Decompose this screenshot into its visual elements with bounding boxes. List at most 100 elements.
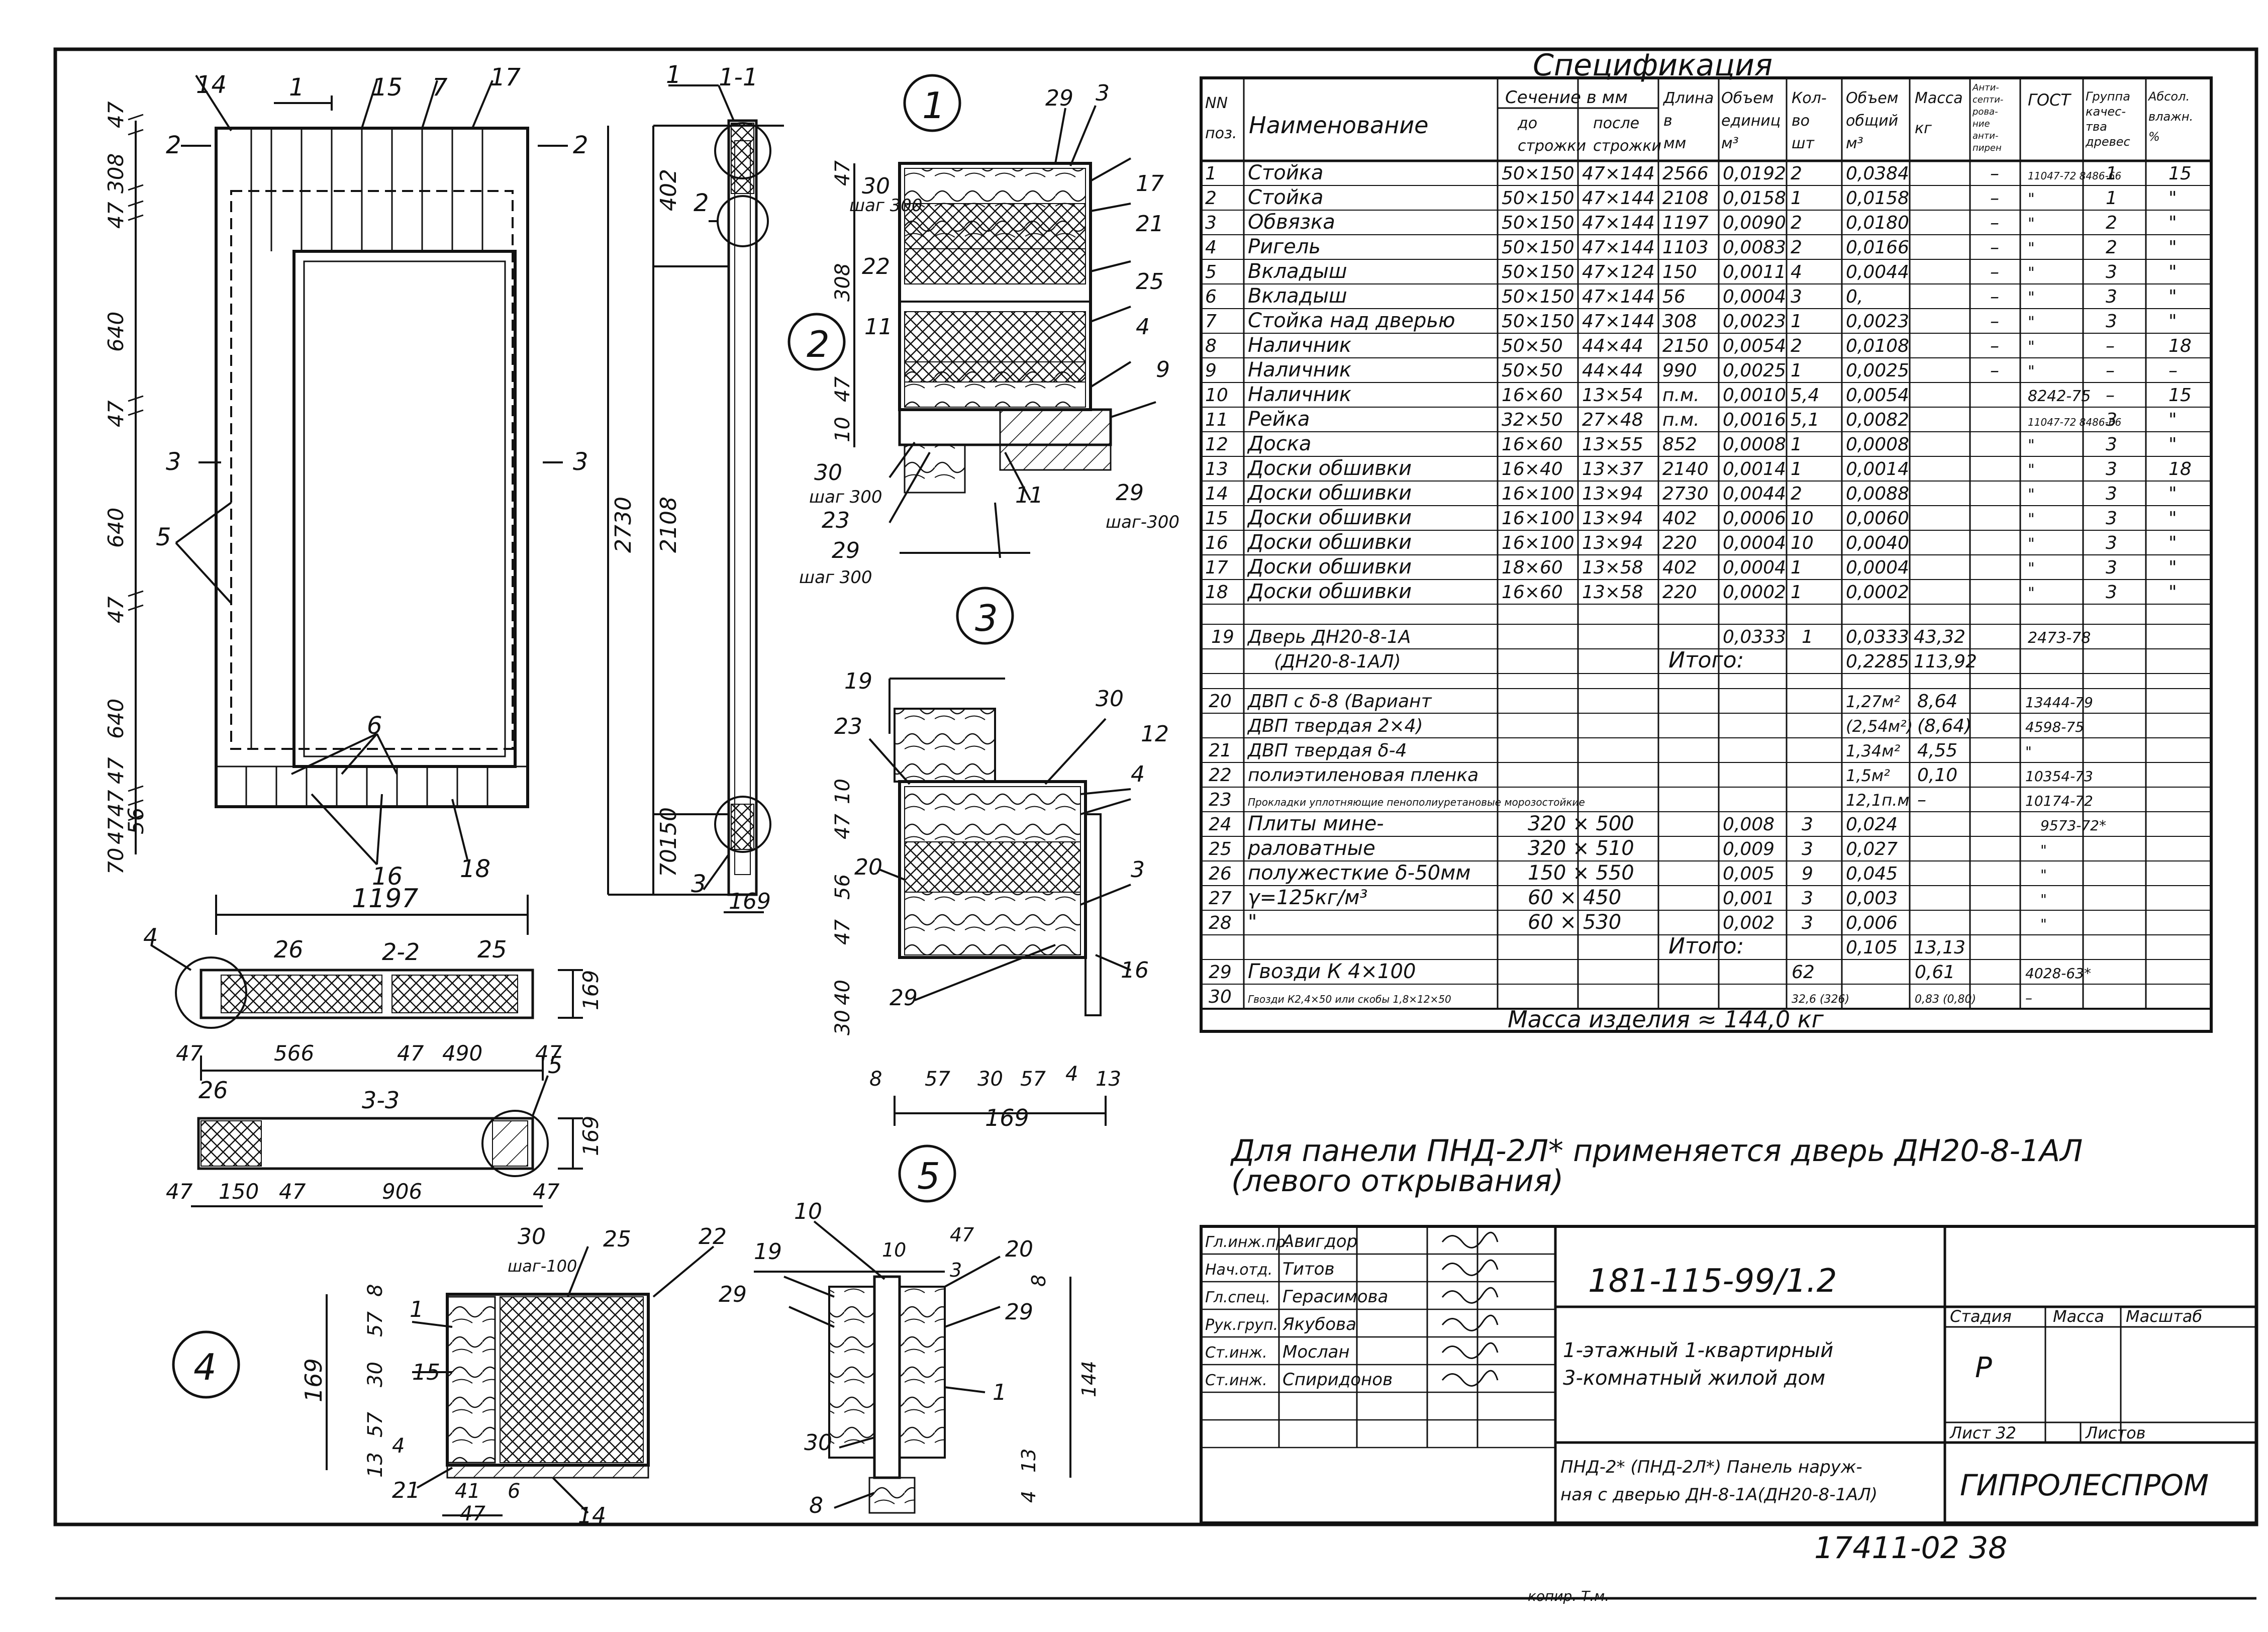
spec-cell: 2 <box>1791 336 1802 356</box>
spec-cell: 50×50 <box>1502 336 1563 356</box>
spec-cell: 44×44 <box>1582 360 1643 381</box>
s22-dim-47c: 47 <box>535 1041 562 1066</box>
n1-step-1: шаг 300 <box>849 196 923 216</box>
n5-dim-3: 3 <box>950 1259 962 1281</box>
spec-cell: 2150 <box>1662 336 1709 356</box>
n1-callout-11: 11 <box>864 314 893 340</box>
spec-cell: 4598-75 <box>2025 719 2084 735</box>
spec-cell: 3 <box>1802 839 1813 859</box>
n4-callout-14: 14 <box>578 1503 606 1528</box>
dim-left-4: 640 <box>104 312 128 352</box>
spec-cell: 50×150 <box>1502 237 1574 258</box>
signature-mark <box>1441 1342 1499 1359</box>
spec-cell: 13×94 <box>1582 508 1643 529</box>
n4-callout-15: 15 <box>412 1360 440 1385</box>
spec-row-name: (ДН20-8-1АЛ) <box>1274 651 1401 672</box>
s33-dim-47b: 47 <box>279 1179 306 1204</box>
spec-cell: 62 <box>1792 962 1815 983</box>
spec-cell: " <box>2168 557 2177 578</box>
spec-cell: 43,32 <box>1914 627 1965 647</box>
section-2-2 <box>150 944 583 1081</box>
spec-cell: 3 <box>2106 582 2117 603</box>
spec-row-name: ДВП с δ-8 (Вариант <box>1247 691 1432 712</box>
spec-cell: 2473-78 <box>2028 629 2091 647</box>
spec-cell: 50×150 <box>1502 262 1574 282</box>
spec-cell: 220 <box>1662 582 1697 603</box>
note-line-2: (левого открывания) <box>1231 1164 1563 1199</box>
n4-step: шаг-100 <box>508 1257 577 1276</box>
spec-cell: 13×58 <box>1582 557 1643 578</box>
n3-dim-30b: 30 <box>977 1068 1003 1091</box>
stage-label: Стадия <box>1950 1307 2012 1326</box>
signature-mark <box>1441 1231 1499 1249</box>
dim-left-8: 640 <box>104 699 128 739</box>
s33-dim-169: 169 <box>578 1116 603 1156</box>
spec-cell: 44×44 <box>1582 336 1643 356</box>
spec-cell: п.м. <box>1662 410 1700 430</box>
s22-dim-566: 566 <box>274 1041 314 1066</box>
spec-cell: 1 <box>1791 557 1802 578</box>
spec-cell: 10354-73 <box>2025 768 2093 785</box>
section-1-1-title: 1-1 <box>719 63 758 91</box>
spec-cell: 2108 <box>1662 188 1709 209</box>
spec-row-name: " <box>1248 911 1257 934</box>
spec-cell: 3 <box>2106 286 2117 307</box>
spec-header-vol_unit: м³ <box>1721 135 1739 152</box>
spec-row-name: Рейка <box>1248 408 1310 431</box>
spec-cell: " <box>2028 215 2035 233</box>
n1-callout-30: 30 <box>862 173 890 199</box>
spec-cell: 2140 <box>1662 459 1709 479</box>
node-3-detail <box>868 587 1131 1126</box>
spec-cell: " <box>2040 867 2047 883</box>
dim-left-6: 640 <box>104 508 128 548</box>
stamp-role: Нач.отд. <box>1205 1261 1272 1279</box>
spec-cell: 0,0384 <box>1846 163 1909 184</box>
n5-callout-19: 19 <box>754 1239 782 1265</box>
spec-header-humidity: % <box>2148 130 2160 144</box>
n5-dim-4: 4 <box>1018 1491 1040 1503</box>
n3-callout-23: 23 <box>834 714 862 739</box>
spec-cell: 28 <box>1209 913 1232 933</box>
node-5-detail <box>754 1144 1071 1514</box>
spec-cell: 0,0025 <box>1846 360 1909 381</box>
n3-callout-29: 29 <box>890 985 918 1011</box>
spec-cell: – <box>1990 360 1999 381</box>
n5-callout-29b: 29 <box>1005 1299 1033 1325</box>
spec-row-name: ДВП твердая 2×4) <box>1247 716 1423 736</box>
n1-dim-47: 47 <box>831 160 854 186</box>
spec-cell: 0,008 <box>1723 814 1774 835</box>
n3-callout-12: 12 <box>1141 721 1169 747</box>
spec-header-antiseptic: пирен <box>1973 143 2002 153</box>
spec-row-name: Стойка над дверью <box>1248 309 1455 332</box>
node-2-number: 2 <box>807 323 830 365</box>
spec-cell: 18 <box>2168 336 2192 356</box>
spec-cell: 0,0011 <box>1723 262 1786 282</box>
spec-cell: 5,4 <box>1791 385 1819 406</box>
spec-header-humidity: влажн. <box>2148 110 2193 124</box>
spec-cell: (2,54м²) <box>1846 717 1913 736</box>
spec-cell: 0,002 <box>1723 913 1774 933</box>
spec-cell: 12,1п.м <box>1846 791 1909 810</box>
spec-cell: 16 <box>1205 533 1228 553</box>
spec-cell: 47×124 <box>1582 262 1655 282</box>
spec-header-vol_total: м³ <box>1846 135 1863 152</box>
spec-cell: 0,0008 <box>1723 434 1786 455</box>
spec-row-name: Вкладыш <box>1248 260 1347 283</box>
dim-left-2: 308 <box>104 153 128 194</box>
spec-cell: 6 <box>1205 286 1217 307</box>
spec-row-name: полиэтиленовая пленка <box>1248 765 1478 786</box>
spec-header-length: в <box>1663 112 1672 130</box>
spec-cell: 0,0180 <box>1846 213 1909 233</box>
spec-header-grade: качес- <box>2086 105 2126 119</box>
spec-cell: 12 <box>1205 434 1228 455</box>
spec-cell: 50×150 <box>1502 213 1574 233</box>
n3-dim-10: 10 <box>831 779 854 804</box>
s33-callout-5: 5 <box>548 1051 562 1079</box>
spec-cell: 32,6 (326) <box>1792 993 1849 1006</box>
spec-cell: 0,0014 <box>1846 459 1909 479</box>
dim-left-3: 47 <box>104 202 128 229</box>
spec-cell: 0,83 (0,80) <box>1915 993 1976 1006</box>
spec-cell: " <box>2028 289 2035 307</box>
spec-cell: 320 × 500 <box>1528 812 1634 835</box>
spec-cell: 0,0002 <box>1846 582 1909 603</box>
